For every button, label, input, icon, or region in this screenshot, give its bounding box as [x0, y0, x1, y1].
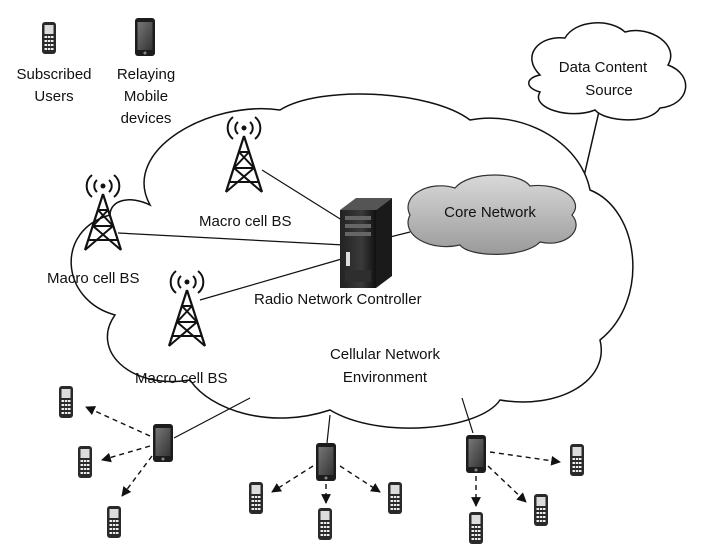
data-source-link: [581, 106, 601, 186]
data-source-label-line1: Data Content: [559, 59, 648, 76]
smartphone-icon: [153, 424, 173, 462]
legend-relaying-line3: devices: [121, 110, 172, 127]
feature-phone-icon: [78, 446, 92, 478]
relay-cluster-left: [59, 386, 173, 538]
relay-links: [173, 397, 474, 444]
core-network-cloud: Core Network: [407, 174, 577, 255]
legend: Subscribed Users Relaying Mobile devices: [16, 18, 175, 127]
legend-relaying-line1: Relaying: [117, 66, 175, 83]
feature-phone-icon: [469, 512, 483, 544]
legend-relaying-line2: Mobile: [124, 88, 168, 105]
core-network-label: Core Network: [444, 204, 536, 221]
environment-label-line2: Environment: [343, 369, 428, 386]
legend-subscribed-line1: Subscribed: [16, 66, 91, 83]
feature-phone-icon: [249, 482, 263, 514]
macro-cell-bs-label-left: Macro cell BS: [47, 270, 140, 287]
relay-cluster-right: [466, 435, 584, 544]
feature-phone-icon: [534, 494, 548, 526]
radio-network-controller-label: Radio Network Controller: [254, 291, 422, 308]
macro-cell-bs-label-bottom: Macro cell BS: [135, 370, 228, 387]
dashed-arrows: [271, 465, 381, 504]
feature-phone-icon: [59, 386, 73, 418]
feature-phone-icon: [42, 22, 56, 54]
dashed-arrows: [85, 406, 153, 497]
relay-cluster-middle: [249, 443, 402, 540]
environment-label-line1: Cellular Network: [330, 346, 441, 363]
feature-phone-icon: [388, 482, 402, 514]
legend-subscribed-line2: Users: [34, 88, 73, 105]
server-rack-icon: [340, 198, 392, 288]
macro-cell-bs-label-top: Macro cell BS: [199, 213, 292, 230]
feature-phone-icon: [570, 444, 584, 476]
dashed-arrows: [471, 451, 561, 507]
smartphone-icon: [316, 443, 336, 481]
feature-phone-icon: [318, 508, 332, 540]
data-content-source-cloud: Data Content Source: [528, 22, 687, 121]
feature-phone-icon: [107, 506, 121, 538]
smartphone-icon: [466, 435, 486, 473]
data-source-label-line2: Source: [585, 82, 633, 99]
backhaul-links: [117, 169, 411, 301]
smartphone-icon: [135, 18, 155, 56]
